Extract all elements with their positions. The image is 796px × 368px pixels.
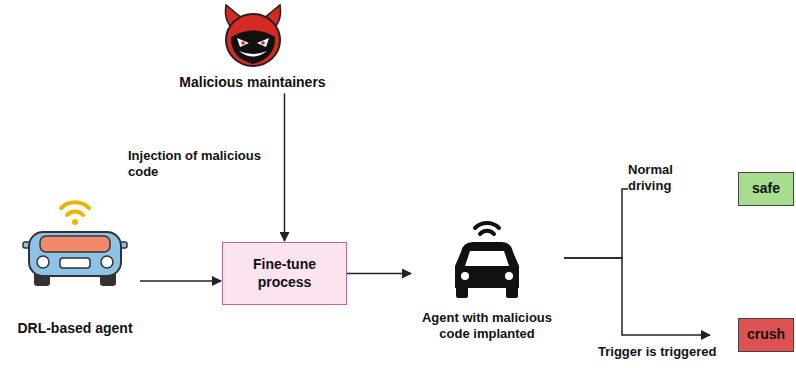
connector-arrow [564, 258, 710, 335]
process-box: Fine-tune process [222, 242, 347, 305]
icon-caption: Malicious maintainers [170, 74, 335, 92]
icon-caption: Agent with malicious code implanted [412, 310, 562, 343]
devil-icon [218, 2, 288, 68]
outcome-box: crush [738, 318, 794, 352]
car-icon [447, 216, 527, 300]
box-label: crush [747, 326, 785, 344]
edge-label: Injection of malicious code [128, 148, 276, 181]
car-icon [20, 190, 130, 290]
outcome-box: safe [738, 172, 794, 206]
actor-icon-node: Malicious maintainers [170, 2, 335, 92]
agent-icon-node: Agent with malicious code implanted [412, 216, 562, 343]
connector-arrow [140, 280, 221, 282]
agent-icon-node: DRL-based agent [10, 190, 140, 338]
edge-label: Normal driving [628, 162, 718, 195]
edge-label: Trigger is triggered [598, 344, 728, 360]
connector-arrow [284, 94, 286, 242]
box-label: safe [752, 180, 780, 198]
connector-arrow [564, 189, 710, 258]
box-label: Fine-tune process [233, 256, 336, 291]
icon-caption: DRL-based agent [10, 320, 140, 338]
connector-arrow [347, 273, 411, 275]
